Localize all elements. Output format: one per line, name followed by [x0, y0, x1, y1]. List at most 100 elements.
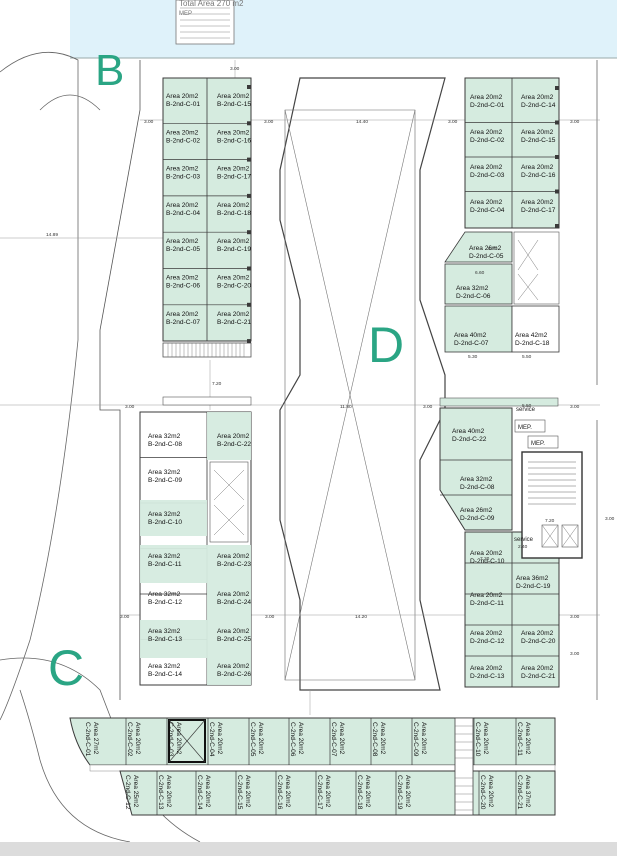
room-code-b16: B-2nd-C-16: [217, 137, 251, 144]
room-code-c20: C-2nd-C-20: [479, 775, 486, 810]
room-code-d10: D-2nd-C-10: [470, 558, 505, 565]
mep-top-label: MEP: [179, 11, 192, 17]
block-d-stair-core: [521, 451, 583, 559]
room-area-b20: Area 20m2: [217, 275, 250, 282]
top-band: [70, 0, 617, 58]
room-code-d11: D-2nd-C-11: [470, 600, 504, 607]
block-d-column: [555, 224, 559, 228]
dimension-d16: 3.00: [570, 651, 580, 657]
dimension-d25: 6.70: [488, 246, 498, 252]
left-curve-boundary: [0, 51, 79, 721]
room-area-b07: Area 20m2: [166, 311, 199, 318]
room-code-c07: C-2nd-C-07: [330, 722, 337, 757]
room-area-c04: Area 20m2: [216, 722, 223, 755]
room-code-c04: C-2nd-C-04: [208, 722, 215, 757]
room-area-b25: Area 20m2: [217, 628, 250, 635]
room-code-c03: C-2nd-C-03: [167, 722, 174, 757]
room-area-d07: Area 40m2: [454, 332, 487, 339]
zone-label-d: D: [368, 317, 404, 373]
room-code-d20: D-2nd-C-20: [521, 638, 556, 645]
room-area-d18: Area 42m2: [515, 332, 548, 339]
room-area-c02: Area 20m2: [134, 722, 141, 755]
room-area-c06: Area 20m2: [297, 722, 304, 755]
room-code-b13: B-2nd-C-13: [148, 636, 182, 643]
room-area-c18: Area 20m2: [364, 775, 371, 808]
block-d-elevator-1: [541, 524, 559, 548]
room-area-c15: Area 20m2: [244, 775, 251, 808]
room-code-c09: C-2nd-C-09: [412, 722, 419, 757]
